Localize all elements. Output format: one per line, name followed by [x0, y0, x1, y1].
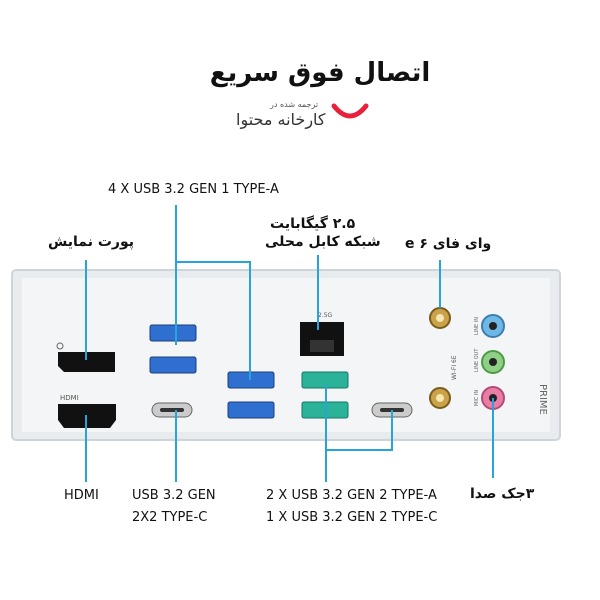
label-lan-line1: ۲.۵ گیگابایت: [270, 216, 356, 232]
usb-a-port-2: [149, 356, 197, 374]
prime-mark: PRIME: [537, 384, 548, 415]
page-title: اتصال فوق سریع: [209, 58, 431, 88]
displayport-mark-icon: [56, 342, 64, 350]
hdmi-mark: HDMI: [60, 394, 79, 402]
label-usb-gen2-line1: 2 X USB 3.2 GEN 2 TYPE-A: [266, 488, 437, 503]
brand-caption: ترجمه شده در: [270, 100, 319, 109]
wifi-mark: WI-FI 6E: [451, 355, 458, 380]
usb-a-port-4: [227, 401, 275, 419]
label-usb-c-line1: USB 3.2 GEN: [132, 488, 216, 503]
line-out-mark: LINE OUT: [474, 348, 480, 372]
lan-mark: 2.5G: [318, 312, 333, 319]
brand-name: کارخانه محتوا: [236, 110, 326, 129]
leader-lines: [85, 205, 494, 482]
leader-usb-gen2-branch: [326, 410, 393, 451]
label-usb-c-line2: 2X2 TYPE-C: [132, 510, 208, 525]
label-displayport: پورت نمایش: [48, 234, 134, 250]
usb-a-port-1: [149, 324, 197, 342]
label-audio: ۳جک صدا: [470, 486, 535, 502]
displayport-connector: [58, 352, 115, 372]
label-hdmi: HDMI: [64, 488, 99, 503]
mic-in-mark: MIC IN: [474, 390, 480, 406]
leader-usb-gen1-branch: [176, 261, 251, 380]
label-usb-gen2-line2: 1 X USB 3.2 GEN 2 TYPE-C: [266, 510, 438, 525]
brand-smile-icon: [331, 103, 369, 119]
line-in-mark: LINE IN: [474, 317, 480, 335]
label-lan-line2: شبکه کابل محلی: [265, 234, 381, 250]
label-usb-type-a-4x: 4 X USB 3.2 GEN 1 TYPE-A: [108, 182, 279, 197]
label-wifi: وای فای ۶ e: [405, 236, 492, 252]
